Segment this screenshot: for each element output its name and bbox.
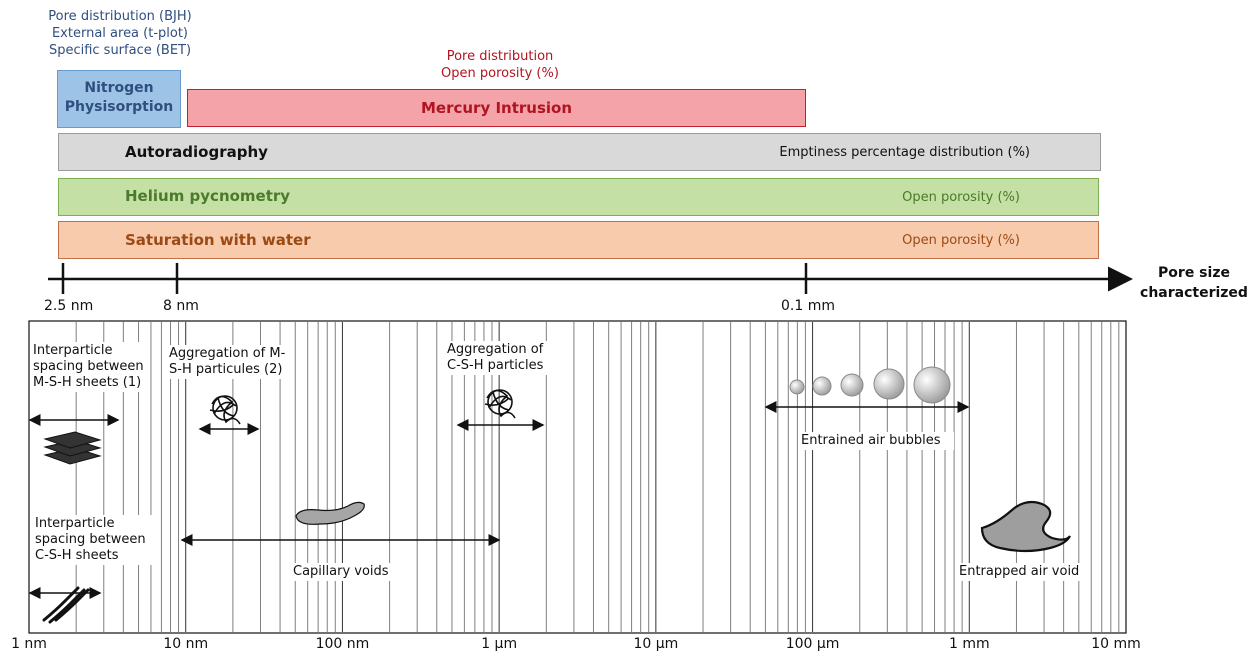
decade-label: 10 µm bbox=[633, 636, 679, 652]
nitrogen-physisorption-box: Nitrogen Physisorption bbox=[57, 70, 181, 128]
helium-pycnometry-label: Helium pycnometry bbox=[125, 187, 291, 205]
decade-label: 10 nm bbox=[163, 636, 209, 652]
capillary-voids-label: Capillary voids bbox=[290, 563, 392, 581]
decade-label: 100 nm bbox=[315, 636, 370, 652]
pore-size-axis-title: Pore size characterized bbox=[1140, 263, 1248, 303]
entrapped-void-icon bbox=[980, 500, 1071, 553]
decade-label: 1 mm bbox=[948, 636, 990, 652]
axis-label-2-5nm: 2.5 nm bbox=[44, 298, 94, 314]
helium-pycnometry-note: Open porosity (%) bbox=[902, 190, 1020, 205]
saturation-water-note: Open porosity (%) bbox=[902, 233, 1020, 248]
nitrogen-note-1: Pore distribution (BJH) bbox=[48, 9, 192, 24]
mercury-note-2: Open porosity (%) bbox=[441, 66, 559, 81]
autoradiography-note: Emptiness percentage distribution (%) bbox=[779, 145, 1030, 160]
entrapped-void-label: Entrapped air void bbox=[956, 563, 1083, 581]
csh-particle-icon bbox=[484, 389, 516, 419]
csh-sheets-label: Interparticle spacing between C-S-H shee… bbox=[32, 515, 156, 565]
axis-label-8nm: 8 nm bbox=[163, 298, 199, 314]
capillary-void-icon bbox=[295, 501, 365, 525]
csh-particles-label: Aggregation of C-S-H particles bbox=[444, 341, 562, 375]
helium-pycnometry-bar: Helium pycnometry Open porosity (%) bbox=[58, 178, 1099, 216]
nitrogen-notes: Pore distribution (BJH) External area (t… bbox=[20, 8, 220, 59]
axis-title-line2: characterized bbox=[1140, 285, 1248, 301]
nitrogen-note-2: External area (t-plot) bbox=[51, 26, 189, 41]
decade-label: 1 µm bbox=[481, 636, 518, 652]
autoradiography-label: Autoradiography bbox=[125, 143, 268, 161]
msh-sheets-label: Interparticle spacing between M-S-H shee… bbox=[30, 342, 148, 392]
air-bubbles-label: Entrained air bubbles bbox=[798, 432, 954, 450]
decade-label: 10 mm bbox=[1091, 636, 1141, 652]
autoradiography-bar: Autoradiography Emptiness percentage dis… bbox=[58, 133, 1101, 171]
decade-label: 100 µm bbox=[785, 636, 840, 652]
nitrogen-note-3: Specific surface (BET) bbox=[48, 43, 192, 58]
axis-label-0-1mm: 0.1 mm bbox=[781, 298, 835, 314]
mercury-notes: Pore distribution Open porosity (%) bbox=[370, 48, 630, 82]
axis-title-line1: Pore size bbox=[1158, 265, 1230, 281]
msh-particle-icon bbox=[209, 395, 241, 425]
saturation-water-bar: Saturation with water Open porosity (%) bbox=[58, 221, 1099, 259]
msh-particles-label: Aggregation of M-S-H particules (2) bbox=[166, 345, 290, 379]
mercury-note-1: Pore distribution bbox=[446, 49, 554, 64]
mercury-intrusion-box: Mercury Intrusion bbox=[187, 89, 806, 127]
msh-sheets-icon bbox=[43, 431, 102, 465]
air-bubbles-icon bbox=[789, 366, 951, 404]
saturation-water-label: Saturation with water bbox=[125, 231, 311, 249]
nitrogen-physisorption-label: Nitrogen Physisorption bbox=[64, 80, 174, 115]
mercury-intrusion-label: Mercury Intrusion bbox=[420, 99, 573, 117]
decade-label: 1 nm bbox=[11, 636, 47, 652]
csh-sheets-icon bbox=[42, 586, 90, 624]
